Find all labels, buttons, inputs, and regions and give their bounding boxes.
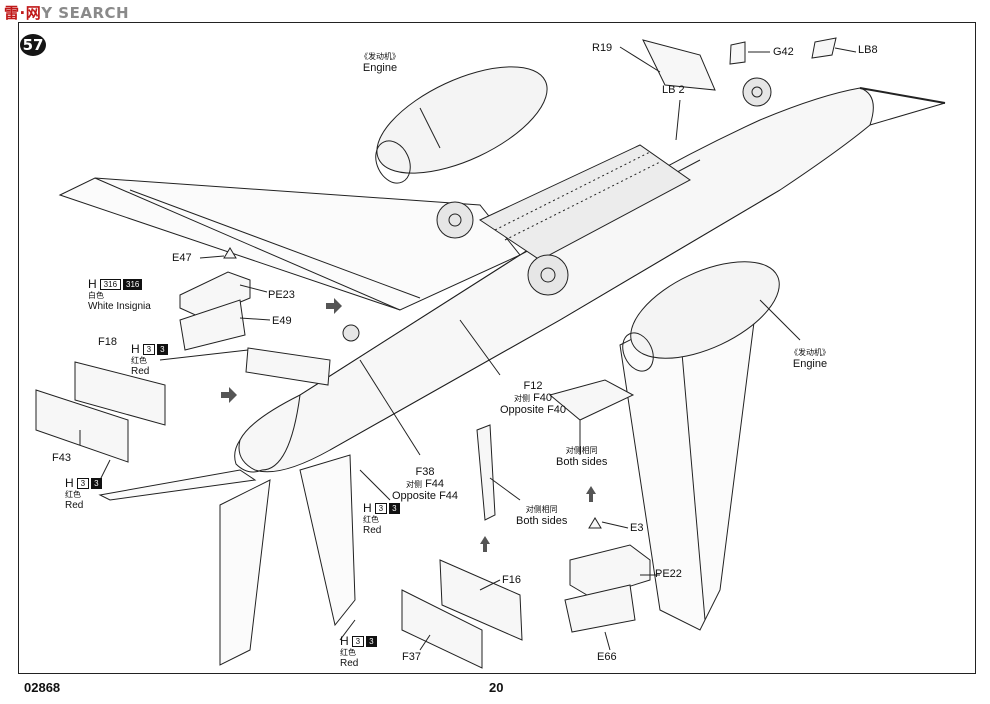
paint-code-red-3-cn: 红色 bbox=[363, 515, 379, 524]
engine-right-outline bbox=[630, 261, 780, 359]
part-f43 bbox=[35, 389, 129, 463]
callout-e66: E66 bbox=[597, 651, 617, 663]
paint-code-white-n1: 316 bbox=[99, 278, 122, 290]
part-pe23 bbox=[179, 271, 251, 319]
callout-both-sides-right-en: Both sides bbox=[556, 456, 608, 468]
kit-number: 02868 bbox=[24, 680, 61, 695]
paint-code-red-3: H 3 3 红色 Red bbox=[363, 501, 400, 537]
paint-code-red-1-cn: 红色 bbox=[131, 356, 147, 365]
paint-code-red-3-en: Red bbox=[363, 525, 382, 536]
paint-code-white-n2: 316 bbox=[123, 278, 143, 290]
paint-code-white-en: White Insignia bbox=[88, 301, 151, 312]
callout-both-sides-mid: 对侧相同 Both sides bbox=[516, 505, 567, 527]
callout-opposite-f44: Opposite F44 bbox=[392, 490, 459, 502]
callout-both-sides-mid-en: Both sides bbox=[516, 515, 568, 527]
engine-top-outline bbox=[376, 66, 548, 174]
paint-code-red-1-h: H bbox=[131, 342, 140, 356]
part-e49 bbox=[179, 299, 246, 351]
paint-code-red-2-n1: 3 bbox=[76, 477, 90, 489]
paint-code-white: H 316 316 白色 White Insignia bbox=[88, 277, 151, 313]
callout-g42: G42 bbox=[773, 46, 794, 58]
callout-f37: F37 bbox=[402, 651, 421, 663]
part-f37 bbox=[401, 589, 483, 669]
callout-e49: E49 bbox=[272, 315, 292, 327]
paint-code-red-4-h: H bbox=[340, 634, 349, 648]
watermark-cn: 雷·网 bbox=[4, 4, 42, 22]
callout-e47: E47 bbox=[172, 252, 192, 264]
callout-f43: F43 bbox=[52, 452, 71, 464]
callout-both-sides-mid-cn: 对侧相同 bbox=[525, 505, 558, 514]
watermark: 雷·网Y SEARCH bbox=[4, 2, 129, 23]
paint-code-red-4: H 3 3 红色 Red bbox=[340, 634, 377, 670]
callout-f44-cn: 对侧 bbox=[406, 480, 422, 489]
callout-both-sides-right-cn: 对侧相同 bbox=[565, 446, 598, 455]
paint-code-red-3-n1: 3 bbox=[374, 502, 388, 514]
callout-engine-right-cn: 《发动机》 bbox=[790, 348, 830, 357]
callout-f12-group: F12 对侧 F40 Opposite F40 bbox=[500, 380, 566, 416]
callout-both-sides-right: 对侧相同 Both sides bbox=[556, 446, 607, 468]
callout-f12: F12 bbox=[523, 380, 543, 392]
callout-pe23: PE23 bbox=[268, 289, 295, 301]
callout-f40: F40 bbox=[533, 392, 553, 404]
paint-code-red-4-cn: 红色 bbox=[340, 648, 356, 657]
paint-code-red-2: H 3 3 红色 Red bbox=[65, 476, 102, 512]
tail-left-outline bbox=[299, 454, 356, 627]
paint-code-red-3-h: H bbox=[363, 501, 372, 515]
paint-code-red-1-n2: 3 bbox=[157, 343, 168, 355]
paint-code-red-3-n2: 3 bbox=[389, 502, 400, 514]
callout-f38: F38 bbox=[415, 466, 435, 478]
callout-f38-group: F38 对侧 F44 Opposite F44 bbox=[392, 466, 458, 502]
paint-code-red-1-en: Red bbox=[131, 366, 150, 377]
paint-code-white-cn: 白色 bbox=[88, 291, 104, 300]
callout-f44: F44 bbox=[425, 478, 445, 490]
page-border bbox=[18, 22, 976, 674]
callout-engine-top: 《发动机》 Engine bbox=[360, 52, 400, 74]
callout-engine-right-en: Engine bbox=[792, 358, 828, 370]
paint-code-white-h: H bbox=[88, 277, 97, 291]
callout-r19: R19 bbox=[592, 42, 613, 54]
callout-f16: F16 bbox=[502, 574, 521, 586]
callout-e3: E3 bbox=[630, 522, 644, 534]
paint-code-red-4-en: Red bbox=[340, 658, 359, 669]
page-number: 20 bbox=[489, 680, 504, 695]
paint-code-red-1: H 3 3 红色 Red bbox=[131, 342, 168, 378]
callout-engine-top-en: Engine bbox=[362, 62, 398, 74]
paint-code-red-4-n2: 3 bbox=[366, 635, 377, 647]
paint-code-red-2-h: H bbox=[65, 476, 74, 490]
callout-f18: F18 bbox=[98, 336, 117, 348]
callout-engine-right: 《发动机》 Engine bbox=[790, 348, 830, 370]
paint-code-red-4-n1: 3 bbox=[351, 635, 365, 647]
callout-pe22: PE22 bbox=[655, 568, 682, 580]
callout-f40-cn: 对侧 bbox=[514, 394, 530, 403]
watermark-en: Y SEARCH bbox=[41, 4, 130, 22]
tail-fin-outline bbox=[98, 469, 257, 501]
part-f18 bbox=[74, 361, 166, 426]
paint-code-red-2-n2: 3 bbox=[91, 477, 102, 489]
step-number-badge: 57 bbox=[20, 34, 46, 56]
paint-code-red-2-en: Red bbox=[65, 500, 84, 511]
paint-code-red-2-cn: 红色 bbox=[65, 490, 81, 499]
callout-lb2: LB 2 bbox=[662, 84, 685, 96]
callout-lb8: LB8 bbox=[858, 44, 878, 56]
paint-code-red-1-n1: 3 bbox=[142, 343, 156, 355]
callout-opposite-f40: Opposite F40 bbox=[500, 404, 567, 416]
callout-engine-top-cn: 《发动机》 bbox=[360, 52, 400, 61]
